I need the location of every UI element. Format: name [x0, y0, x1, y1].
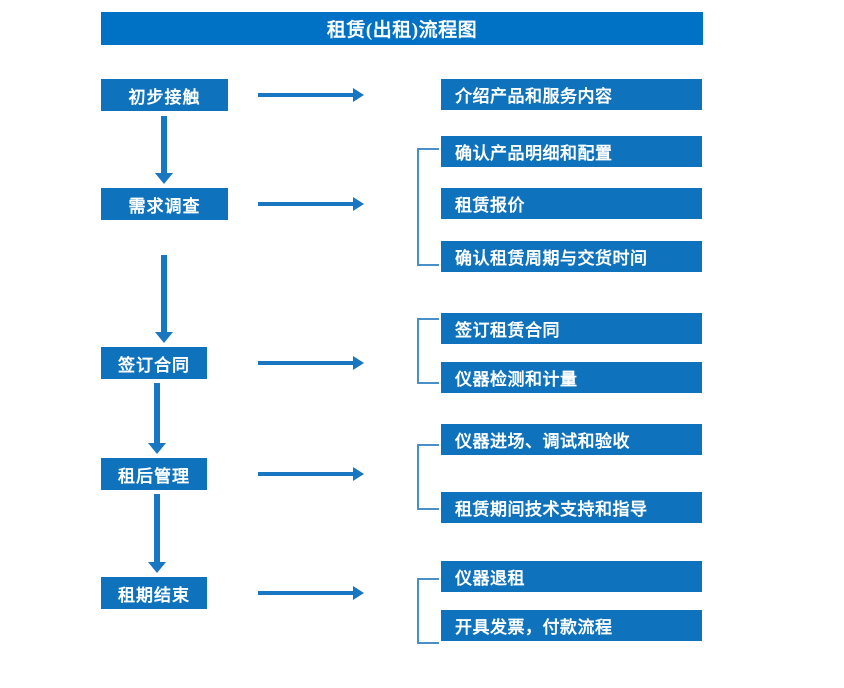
output-box-4-1[interactable]: 仪器进场、调试和验收: [441, 424, 702, 455]
output-box-2-1[interactable]: 确认产品明细和配置: [441, 136, 702, 167]
group-bracket-stage-2: [417, 148, 439, 266]
output-box-4-2[interactable]: 租赁期间技术支持和指导: [441, 492, 702, 523]
horizontal-arrow-stage-5: [258, 585, 364, 601]
output-box-3-1[interactable]: 签订租赁合同: [441, 313, 702, 344]
stage-node-1[interactable]: 初步接触: [101, 79, 228, 111]
output-box-5-2[interactable]: 开具发票，付款流程: [441, 610, 702, 641]
horizontal-arrow-stage-3: [258, 355, 364, 371]
vertical-arrow-2-to-3: [155, 255, 173, 343]
vertical-arrow-1-to-2: [155, 116, 173, 184]
output-box-1-1[interactable]: 介绍产品和服务内容: [441, 79, 702, 110]
vertical-arrow-3-to-4: [148, 383, 166, 454]
group-bracket-stage-5: [417, 578, 439, 644]
stage-node-2[interactable]: 需求调查: [101, 188, 228, 220]
horizontal-arrow-stage-4: [258, 466, 364, 482]
diagram-title: 租赁(出租)流程图: [101, 12, 703, 45]
output-box-2-3[interactable]: 确认租赁周期与交货时间: [441, 241, 702, 272]
output-box-3-2[interactable]: 仪器检测和计量: [441, 362, 702, 393]
vertical-arrow-4-to-5: [148, 494, 166, 573]
stage-node-5[interactable]: 租期结束: [101, 577, 207, 609]
horizontal-arrow-stage-1: [258, 87, 364, 103]
output-box-2-2[interactable]: 租赁报价: [441, 188, 702, 219]
stage-node-4[interactable]: 租后管理: [101, 458, 207, 490]
group-bracket-stage-4: [417, 444, 439, 510]
output-box-5-1[interactable]: 仪器退租: [441, 561, 702, 592]
horizontal-arrow-stage-2: [258, 196, 364, 212]
group-bracket-stage-3: [417, 318, 439, 384]
stage-node-3[interactable]: 签订合同: [101, 347, 207, 379]
